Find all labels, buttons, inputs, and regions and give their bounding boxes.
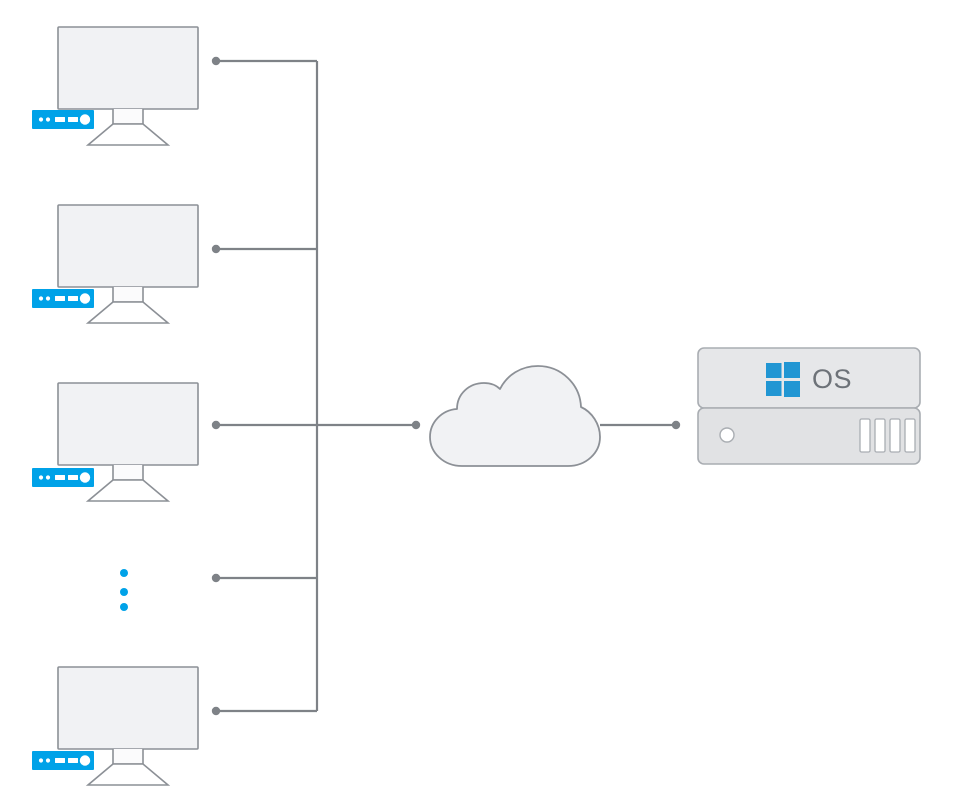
os-panel-body [697, 347, 921, 409]
monitor-neck [112, 109, 144, 125]
badge-dash-2 [68, 758, 78, 763]
os-panel-label: OS [812, 364, 852, 394]
monitor-screen [57, 204, 199, 288]
thin-client-1[interactable] [32, 26, 199, 146]
client-status-badge[interactable] [32, 751, 94, 770]
connector-dot-cloud-inlet [411, 420, 421, 430]
server-power-led-icon [719, 427, 735, 443]
more-clients-ellipsis-icon [120, 569, 128, 611]
ellipsis-dot-2 [120, 588, 128, 596]
connector-dot-ellipsis-row [211, 573, 221, 583]
badge-led-icon [79, 755, 91, 766]
client-status-badge[interactable] [32, 468, 94, 487]
server-vent-bars-icon [859, 418, 916, 453]
connector-dot-client-3 [211, 420, 221, 430]
monitor-base [85, 301, 171, 324]
monitor-screen [57, 666, 199, 750]
ellipsis-dot-3 [120, 603, 128, 611]
client-status-badge[interactable] [32, 110, 94, 129]
connector-dot-client-1 [211, 56, 221, 66]
windows-os-server[interactable]: OS [697, 347, 921, 465]
badge-dash-1 [55, 296, 65, 301]
badge-led-icon [79, 114, 91, 125]
thin-client-n[interactable] [32, 666, 199, 786]
windows-logo-icon [766, 362, 800, 397]
server-chassis[interactable] [697, 407, 921, 465]
badge-dot-1 [38, 475, 44, 480]
connector-dot-client-n [211, 706, 221, 716]
monitor-base [85, 123, 171, 146]
badge-dot-1 [38, 117, 44, 122]
monitor-base [85, 763, 171, 786]
badge-dot-2 [45, 296, 51, 301]
badge-dot-2 [45, 117, 51, 122]
connector-dot-client-2 [211, 244, 221, 254]
monitor-neck [112, 749, 144, 765]
cloud-network-node[interactable] [429, 365, 601, 467]
badge-dash-2 [68, 475, 78, 480]
cloud-icon [429, 365, 601, 467]
badge-dot-2 [45, 475, 51, 480]
badge-dash-1 [55, 475, 65, 480]
monitor-screen [57, 382, 199, 466]
ellipsis-dot-1 [120, 569, 128, 577]
badge-dot-1 [38, 758, 44, 763]
monitor-base [85, 479, 171, 502]
badge-dot-1 [38, 296, 44, 301]
thin-client-3[interactable] [32, 382, 199, 502]
badge-dot-2 [45, 758, 51, 763]
badge-dash-2 [68, 117, 78, 122]
connector-lines [211, 56, 681, 716]
os-panel[interactable]: OS [697, 347, 921, 409]
connector-dot-server-inlet [671, 420, 681, 430]
monitor-neck [112, 465, 144, 481]
monitor-screen [57, 26, 199, 110]
badge-led-icon [79, 472, 91, 483]
badge-led-icon [79, 293, 91, 304]
badge-dash-1 [55, 758, 65, 763]
badge-dash-2 [68, 296, 78, 301]
monitor-neck [112, 287, 144, 303]
client-status-badge[interactable] [32, 289, 94, 308]
badge-dash-1 [55, 117, 65, 122]
thin-client-2[interactable] [32, 204, 199, 324]
